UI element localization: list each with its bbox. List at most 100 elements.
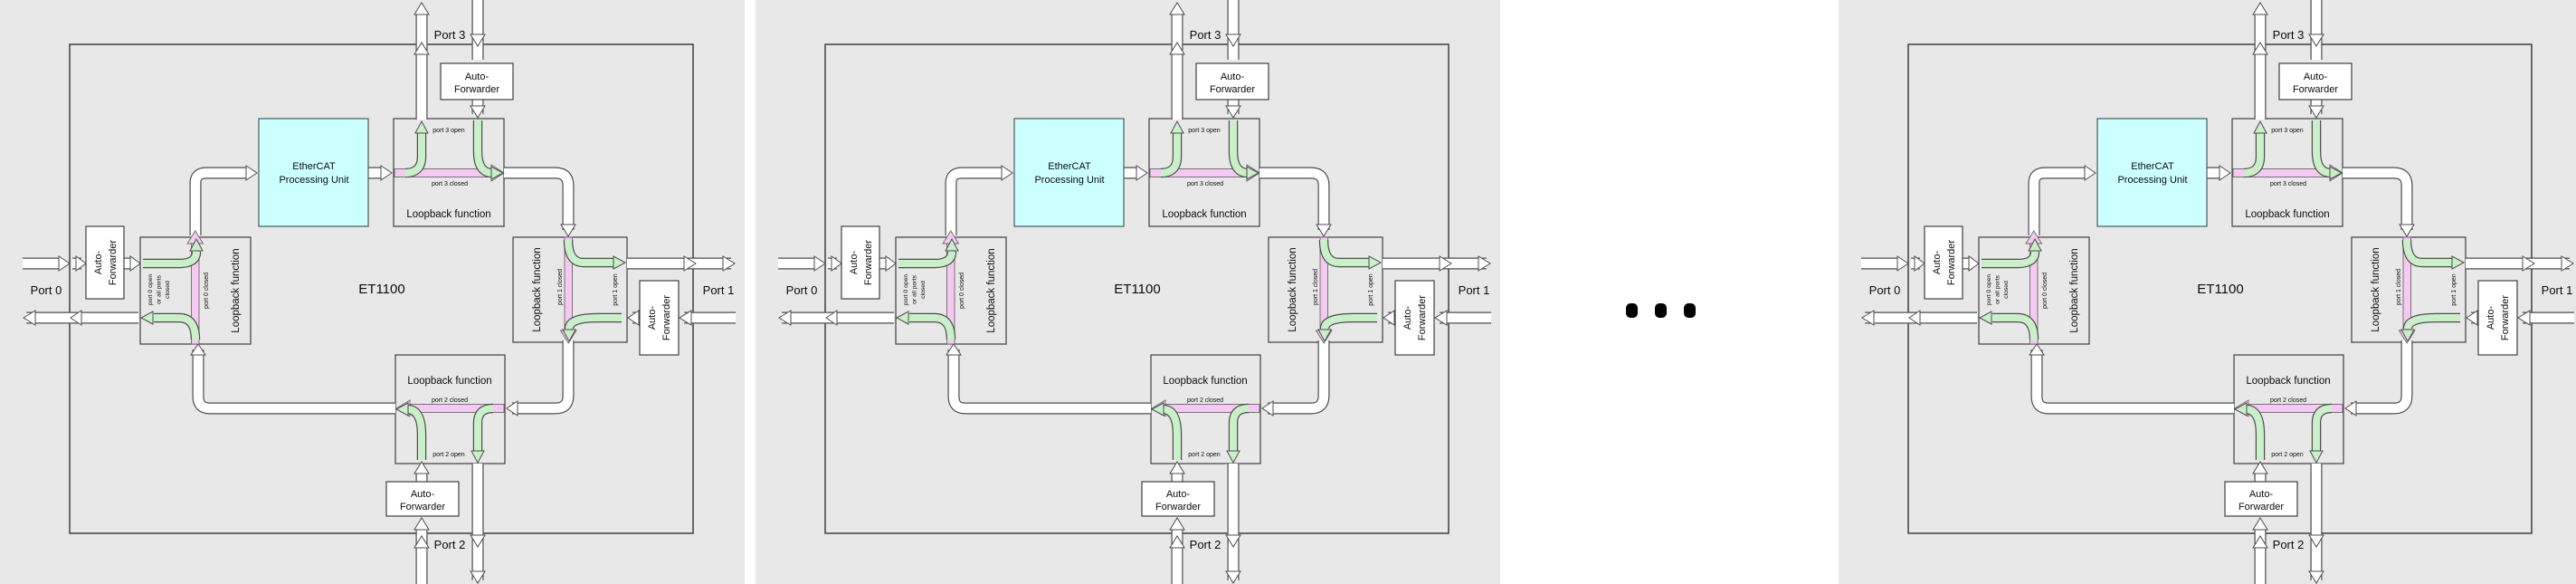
loopback-label-port2: Loopback function	[407, 376, 491, 387]
auto-forwarder-box-port3	[1195, 62, 1269, 101]
ethercat-unit-svg: Port 3 Port 0 Port 1 Port 2 ET1100 Ether…	[1839, 0, 2576, 584]
auto-forwarder-port2-line2: Forwarder	[2239, 502, 2284, 512]
port1-open-out-arrow	[1368, 255, 1383, 270]
loopback-label-port2: Loopback function	[2246, 376, 2330, 387]
auto-forwarder-port0-line2: Forwarder	[863, 240, 874, 285]
port0-open-label-line3: closed	[920, 281, 927, 299]
auto-forwarder-port1-line1: Auto-	[1402, 306, 1413, 330]
ellipsis-dot	[1655, 303, 1667, 318]
port3-open-out-arrow	[414, 120, 429, 134]
ellipsis-separator	[1626, 303, 1696, 318]
open-paths	[1978, 120, 2466, 464]
ethercat-processing-unit-box	[1013, 118, 1125, 227]
port3-open-in-arrow	[2329, 166, 2343, 180]
port1-open-label: port 1 open	[2451, 273, 2457, 306]
channel-arrowheads	[1861, 2, 2574, 584]
auto-forwarder-box-port3	[440, 62, 514, 101]
port0-open-label-line1: port 0 open	[147, 274, 154, 306]
port0-open-label-line3: closed	[165, 281, 171, 299]
auto-forwarder-port3-line1: Auto-	[2304, 72, 2328, 82]
port0-open-in-arrow	[189, 237, 204, 252]
port0-closed-label: port 0 closed	[2042, 273, 2048, 309]
port0-label: Port 0	[31, 283, 62, 297]
auto-forwarder-box-port0	[841, 225, 880, 300]
auto-forwarder-port1-line1: Auto-	[647, 306, 658, 330]
loopback-label-port0: Loopback function	[986, 248, 997, 332]
loopback-label-port3: Loopback function	[2245, 209, 2329, 220]
port2-label: Port 2	[434, 538, 466, 551]
auto-forwarder-port2-line1: Auto-	[411, 489, 435, 500]
chip-boundary	[824, 43, 1450, 534]
loopback-label-port1: Loopback function	[2371, 247, 2381, 331]
loopback-label-port3: Loopback function	[1162, 209, 1246, 220]
port0-open-in-arrow	[945, 237, 959, 252]
port3-open-label: port 3 open	[433, 128, 465, 134]
auto-forwarder-port0-line1: Auto-	[93, 251, 104, 275]
port2-open-in-arrow	[1150, 402, 1164, 416]
auto-forwarder-box-port2	[1141, 481, 1215, 517]
ethercat-unit: Port 3 Port 0 Port 1 Port 2 ET1100 Ether…	[1839, 0, 2576, 584]
epu-label-line2: Processing Unit	[1034, 175, 1104, 186]
loopback-label-port0: Loopback function	[2069, 248, 2080, 332]
chip-boundary	[1907, 43, 2533, 534]
port3-closed-label: port 3 closed	[2270, 181, 2306, 187]
port0-open-out-arrow	[139, 311, 154, 325]
auto-forwarder-box-port2	[385, 481, 460, 517]
port1-label: Port 1	[1459, 283, 1490, 297]
frame-channels	[778, 0, 1491, 584]
port2-open-in-arrow	[2233, 402, 2248, 416]
port0-open-label-line2: or all ports	[1995, 275, 2001, 304]
auto-forwarder-box-port1	[1394, 280, 1435, 356]
channel-arrowheads	[23, 2, 736, 584]
auto-forwarder-port3-line2: Forwarder	[454, 84, 499, 95]
port0-open-label-line2: or all ports	[912, 275, 918, 304]
auto-forwarder-port1-line1: Auto-	[2486, 306, 2496, 330]
ethercat-unit: Port 3 Port 0 Port 1 Port 2 ET1100 Ether…	[0, 0, 745, 584]
port0-label: Port 0	[786, 283, 818, 297]
port3-open-out-arrow	[1170, 120, 1184, 134]
port3-closed-label: port 3 closed	[432, 181, 468, 187]
ellipsis-dot	[1626, 303, 1638, 318]
auto-forwarder-port3-line2: Forwarder	[2293, 84, 2338, 95]
port3-open-in-arrow	[490, 166, 505, 180]
port1-label: Port 1	[703, 283, 735, 297]
port1-closed-label: port 1 closed	[557, 269, 564, 305]
port2-open-label: port 2 open	[2271, 452, 2304, 458]
port2-closed-label: port 2 closed	[1187, 397, 1223, 404]
port3-open-label: port 3 open	[2271, 128, 2304, 134]
ethercat-processing-unit-box	[2096, 118, 2208, 227]
port2-open-out-arrow	[2309, 450, 2324, 464]
epu-label-line1: EtherCAT	[1048, 161, 1091, 172]
epu-label-line1: EtherCAT	[2131, 161, 2174, 172]
auto-forwarder-port2-line1: Auto-	[2249, 489, 2274, 500]
chip-label: ET1100	[2197, 282, 2243, 297]
auto-forwarder-port2-line2: Forwarder	[400, 502, 445, 512]
port1-open-label: port 1 open	[613, 273, 619, 306]
auto-forwarder-box-port1	[2477, 280, 2518, 356]
port3-open-in-arrow	[1246, 166, 1260, 180]
port2-open-label: port 2 open	[1188, 452, 1221, 458]
auto-forwarder-port1-line2: Forwarder	[1417, 295, 1428, 340]
port0-open-label-line1: port 0 open	[903, 274, 909, 306]
port2-label: Port 2	[2273, 538, 2305, 551]
port1-open-in-arrow	[562, 329, 576, 343]
epu-label-line2: Processing Unit	[2117, 175, 2187, 186]
auto-forwarder-port0-line2: Forwarder	[1946, 240, 1957, 285]
port0-open-label-line2: or all ports	[157, 275, 163, 304]
auto-forwarder-port2-line1: Auto-	[1166, 489, 1191, 500]
auto-forwarder-port1-line2: Forwarder	[661, 295, 672, 340]
port1-open-in-arrow	[1317, 329, 1332, 343]
port1-label: Port 1	[2542, 283, 2573, 297]
port1-closed-label: port 1 closed	[1313, 269, 1319, 305]
ethercat-unit-svg: Port 3 Port 0 Port 1 Port 2 ET1100 Ether…	[756, 0, 1500, 584]
loopback-label-port1: Loopback function	[1288, 247, 1298, 331]
ethercat-unit: Port 3 Port 0 Port 1 Port 2 ET1100 Ether…	[756, 0, 1500, 584]
auto-forwarder-box-port0	[1924, 225, 1963, 300]
auto-forwarder-port2-line2: Forwarder	[1155, 502, 1201, 512]
epu-label-line2: Processing Unit	[279, 175, 348, 186]
port2-label: Port 2	[1190, 538, 1221, 551]
epu-label-line1: EtherCAT	[292, 161, 336, 172]
loopback-label-port0: Loopback function	[231, 248, 242, 332]
chip-label: ET1100	[1114, 282, 1160, 297]
